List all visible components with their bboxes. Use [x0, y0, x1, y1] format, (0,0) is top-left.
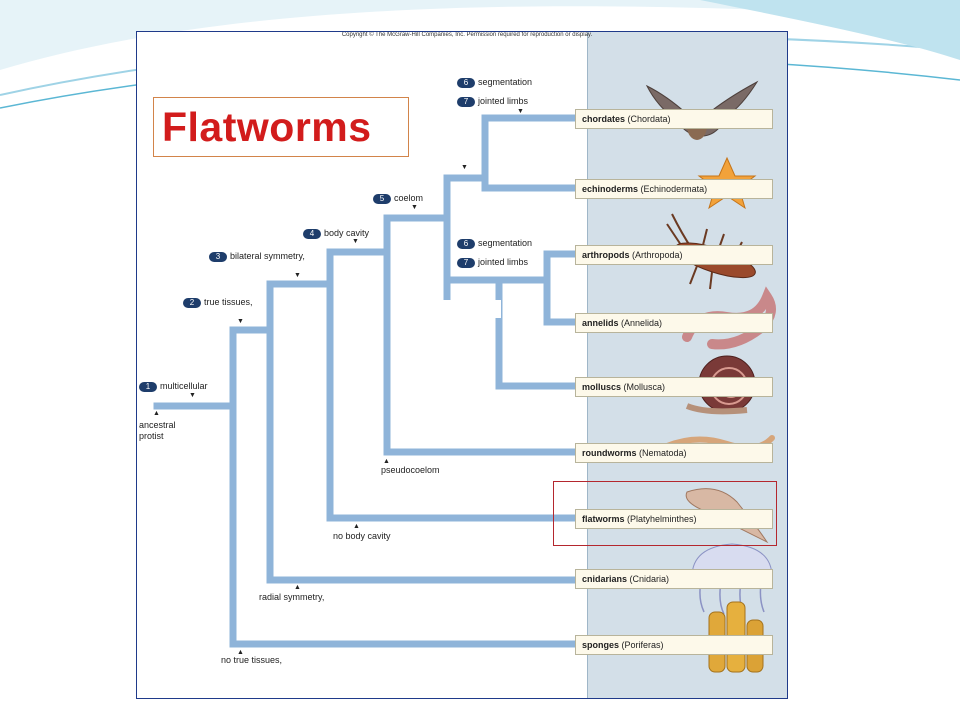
- flatworms-highlight-box: [553, 481, 777, 546]
- label-pseudocoelom: pseudocoelom: [381, 465, 440, 475]
- taxon-flatworms: flatworms (Platyhelminthes): [575, 509, 773, 529]
- arrow-up-icon: ▲: [294, 584, 301, 591]
- arrow-down-icon: ▼: [352, 238, 359, 245]
- arrow-down-icon: ▼: [237, 318, 244, 325]
- taxon-cnidarians: cnidarians (Cnidaria): [575, 569, 773, 589]
- taxon-chordates: chordates (Chordata): [575, 109, 773, 129]
- branch-protostome: [443, 276, 503, 301]
- taxon-echinoderms: echinoderms (Echinodermata): [575, 179, 773, 199]
- jellyfish-illustration: [691, 543, 773, 615]
- label-no-true-tissues: no true tissues,: [221, 655, 283, 665]
- copyright-notice: Copyright © The McGraw-Hill Companies, I…: [341, 32, 593, 38]
- character-badge: 7: [457, 257, 475, 268]
- taxon-molluscs: molluscs (Mollusca): [575, 377, 773, 397]
- label-no-body-cavity: no body cavity: [333, 531, 391, 541]
- arrow-down-icon: ▼: [411, 204, 418, 211]
- character-badge: 7: [457, 96, 475, 107]
- character-badge: 1: [139, 381, 157, 392]
- arrow-up-icon: ▲: [153, 410, 160, 417]
- arrow-down-icon: ▼: [189, 392, 196, 399]
- arrow-down-icon: ▼: [294, 272, 301, 279]
- character-badge: 6: [457, 77, 475, 88]
- taxon-roundworms: roundworms (Nematoda): [575, 443, 773, 463]
- character-badge: 3: [209, 251, 227, 262]
- slide-title: Flatworms: [162, 104, 372, 150]
- arrow-up-icon: ▲: [383, 458, 390, 465]
- title-box: Flatworms: [153, 97, 409, 157]
- character-badge: 6: [457, 238, 475, 249]
- character-badge: 2: [183, 297, 201, 308]
- taxon-annelids: annelids (Annelida): [575, 313, 773, 333]
- character-badge: 5: [373, 193, 391, 204]
- character-badge: 4: [303, 228, 321, 239]
- taxon-sponges: sponges (Poriferas): [575, 635, 773, 655]
- diagram-panel: Copyright © The McGraw-Hill Companies, I…: [136, 31, 788, 699]
- taxon-arthropods: arthropods (Arthropoda): [575, 245, 773, 265]
- arrow-up-icon: ▲: [237, 649, 244, 656]
- arrow-down-icon: ▼: [517, 108, 524, 115]
- arrow-up-icon: ▲: [353, 523, 360, 530]
- arrow-down-icon: ▼: [461, 164, 468, 171]
- label-radial-symmetry: radial symmetry,: [259, 592, 325, 602]
